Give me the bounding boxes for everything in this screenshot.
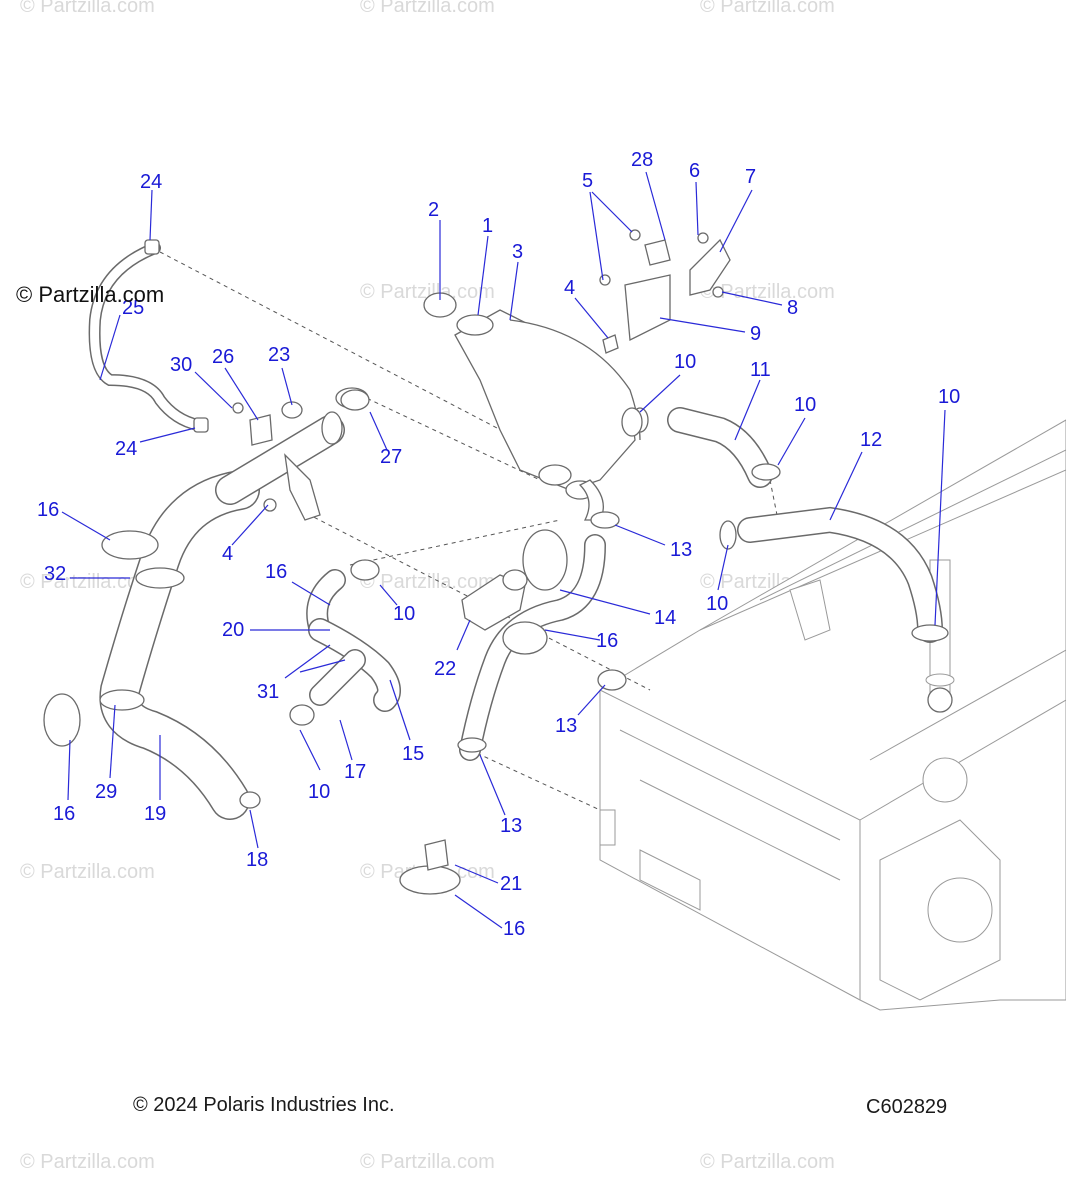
callout-17: 17 — [344, 761, 366, 783]
watermark-text: © Partzilla.com — [20, 571, 155, 593]
callout-27: 27 — [380, 446, 402, 468]
callout-23: 23 — [268, 344, 290, 366]
watermark-text: © Partzilla.com — [360, 281, 495, 303]
alignment-lines — [159, 251, 781, 811]
callout-24: 24 — [140, 171, 162, 193]
callout-13: 13 — [555, 715, 577, 737]
callout-31: 31 — [257, 681, 279, 703]
hose-25 — [88, 239, 209, 433]
watermark-text: © Partzilla.com — [700, 1151, 835, 1173]
watermark-text: © Partzilla.com — [700, 0, 835, 17]
hose-12 — [737, 506, 943, 643]
brand-watermark: © Partzilla.com — [16, 282, 164, 307]
callout-22: 22 — [434, 658, 456, 680]
callout-30: 30 — [170, 354, 192, 376]
callout-2: 2 — [428, 199, 439, 221]
watermark-text: © Partzilla.com — [360, 1151, 495, 1173]
callout-20: 20 — [222, 619, 244, 641]
callout-7: 7 — [745, 166, 756, 188]
callout-26: 26 — [212, 346, 234, 368]
manifold-23 — [215, 387, 369, 521]
callout-6: 6 — [689, 160, 700, 182]
callout-21: 21 — [500, 873, 522, 895]
callout-13: 13 — [500, 815, 522, 837]
callout-16: 16 — [596, 630, 618, 652]
callout-32: 32 — [44, 563, 66, 585]
callout-15: 15 — [402, 743, 424, 765]
callout-10: 10 — [674, 351, 696, 373]
hose-11 — [667, 407, 773, 488]
callout-10: 10 — [938, 386, 960, 408]
watermark-text: © Partzilla.com — [20, 861, 155, 883]
callout-9: 9 — [750, 323, 761, 345]
clamps — [43, 389, 953, 895]
callout-10: 10 — [706, 593, 728, 615]
watermark-text: © Partzilla.com — [360, 0, 495, 17]
callout-10: 10 — [393, 603, 415, 625]
callout-12: 12 — [860, 429, 882, 451]
bracket-group — [599, 229, 731, 354]
watermark-text: © Partzilla.com — [20, 1151, 155, 1173]
footer-diagram-code: C602829 — [866, 1096, 948, 1118]
callout-19: 19 — [144, 803, 166, 825]
callout-16: 16 — [503, 918, 525, 940]
callout-14: 14 — [654, 607, 676, 629]
leader-lines — [61, 171, 946, 929]
callout-18: 18 — [246, 849, 268, 871]
callout-28: 28 — [631, 149, 653, 171]
callout-10: 10 — [308, 781, 330, 803]
footer-copyright: © 2024 Polaris Industries Inc. — [133, 1094, 395, 1116]
callout-16: 16 — [53, 803, 75, 825]
callout-3: 3 — [512, 241, 523, 263]
watermark-text: © Partzilla.com — [360, 571, 495, 593]
coolant-bottle-1 — [423, 292, 649, 521]
callout-4: 4 — [222, 543, 233, 565]
thermostat-22 — [461, 569, 528, 631]
callout-4: 4 — [564, 277, 575, 299]
hose-15-17 — [306, 569, 401, 712]
callout-13: 13 — [670, 539, 692, 561]
chassis-frame — [599, 419, 1066, 1011]
callout-16: 16 — [265, 561, 287, 583]
callout-16: 16 — [37, 499, 59, 521]
callout-1: 1 — [482, 215, 493, 237]
callout-10: 10 — [794, 394, 816, 416]
callout-25: 25 — [122, 297, 144, 319]
callout-5: 5 — [582, 170, 593, 192]
callout-8: 8 — [787, 297, 798, 319]
callout-24: 24 — [115, 438, 137, 460]
hose-29-19 — [99, 470, 260, 820]
callout-11: 11 — [750, 359, 771, 381]
watermark-text: © Partzilla.com — [20, 0, 155, 17]
callout-labels: 24 25 24 30 26 23 27 16 32 4 16 20 31 10… — [37, 149, 960, 940]
callout-29: 29 — [95, 781, 117, 803]
watermark-text: © Partzilla.com — [700, 281, 835, 303]
